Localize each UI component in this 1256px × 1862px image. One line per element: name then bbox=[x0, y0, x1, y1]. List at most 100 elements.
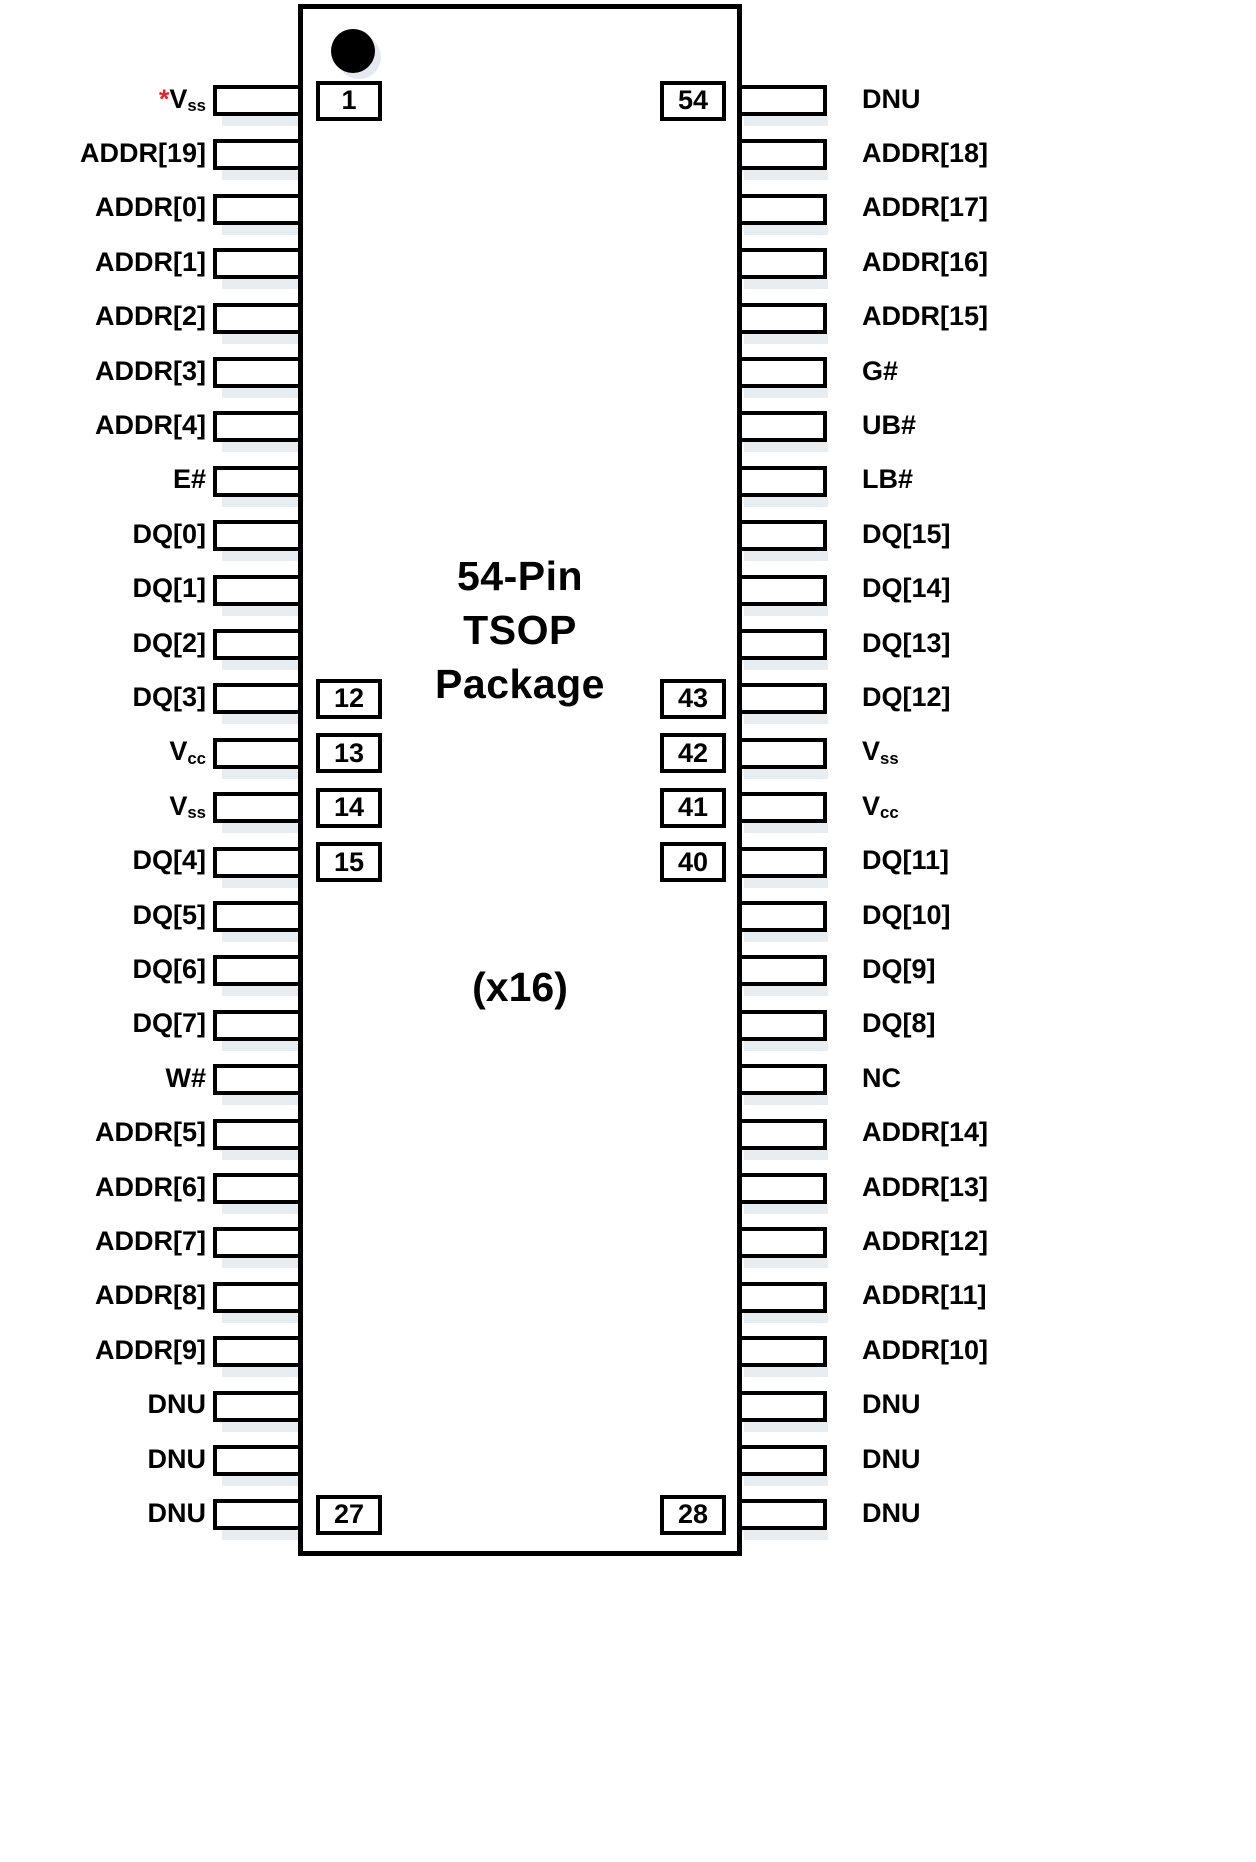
pin-name-label: ADDR[4] bbox=[95, 409, 206, 440]
pin-name-label: DQ[12] bbox=[862, 681, 951, 712]
pin-name-label: DQ[2] bbox=[132, 627, 207, 658]
pin-1-marker-dot bbox=[331, 29, 375, 73]
pin-lead bbox=[213, 85, 306, 126]
pin-lead bbox=[213, 846, 306, 888]
pin-name-label: DQ[8] bbox=[862, 1008, 936, 1039]
pin-lead bbox=[213, 1227, 306, 1269]
pin-name-label: DQ[1] bbox=[132, 573, 207, 604]
pin-lead bbox=[213, 411, 306, 453]
pin-name-label: G# bbox=[862, 355, 899, 386]
pin-name-label: DNU bbox=[147, 1389, 207, 1420]
pin-lead bbox=[735, 683, 828, 725]
pin-lead bbox=[735, 574, 828, 616]
pin-lead bbox=[735, 302, 828, 344]
pin-lead bbox=[213, 302, 306, 344]
pin-name-label: ADDR[12] bbox=[862, 1225, 989, 1256]
pin-name-label: ADDR[10] bbox=[862, 1334, 989, 1365]
pin-number-box: 40 bbox=[660, 842, 726, 883]
pin-number-box: 41 bbox=[660, 787, 726, 828]
pin-name-label: DQ[0] bbox=[132, 518, 207, 549]
pin-name-label: *Vss bbox=[158, 83, 206, 116]
pin-name-label: ADDR[5] bbox=[95, 1117, 206, 1148]
pin-name-label: DQ[9] bbox=[862, 953, 936, 984]
pin-name-label: ADDR[18] bbox=[862, 137, 989, 168]
pin-name-label: E# bbox=[172, 464, 206, 495]
pin-lead bbox=[213, 629, 306, 670]
pin-lead bbox=[735, 1173, 828, 1214]
pin-name-label: DQ[15] bbox=[862, 518, 951, 549]
pin-lead bbox=[735, 737, 828, 779]
pin-lead bbox=[213, 1390, 306, 1432]
pin-name-label: DNU bbox=[147, 1443, 207, 1474]
pin-name-label: ADDR[14] bbox=[862, 1117, 989, 1148]
package-title: 54-Pin TSOP Package bbox=[303, 549, 737, 711]
pin-name-label: DNU bbox=[862, 1443, 921, 1474]
pin-lead bbox=[735, 629, 828, 670]
pin-name-label: W# bbox=[165, 1062, 207, 1093]
pin-lead bbox=[735, 248, 828, 290]
pin-name-label: ADDR[19] bbox=[79, 137, 206, 168]
pin-number-box: 28 bbox=[660, 1494, 726, 1535]
pin-lead bbox=[735, 85, 828, 126]
pin-lead bbox=[213, 1009, 306, 1051]
pin-name-label: NC bbox=[862, 1062, 901, 1093]
pin-number-box: 54 bbox=[660, 80, 726, 121]
pin-lead bbox=[213, 574, 306, 616]
pin-name-label: Vss bbox=[169, 790, 206, 823]
pin-lead bbox=[735, 1118, 828, 1160]
pin-lead bbox=[735, 1009, 828, 1051]
pin-name-label: ADDR[7] bbox=[95, 1225, 206, 1256]
pin-lead bbox=[735, 465, 828, 507]
pin-lead bbox=[213, 737, 306, 779]
pin-lead bbox=[213, 465, 306, 507]
pin-number-box: 14 bbox=[316, 787, 382, 828]
pin-name-label: ADDR[11] bbox=[862, 1280, 987, 1311]
pin-lead bbox=[213, 1281, 306, 1323]
pin-lead bbox=[735, 955, 828, 997]
pin-name-label: ADDR[1] bbox=[95, 246, 206, 277]
pin-name-label: ADDR[13] bbox=[862, 1171, 989, 1202]
pin-lead bbox=[213, 792, 306, 834]
data-width-label: (x16) bbox=[472, 964, 568, 1010]
pin-number-box: 15 bbox=[316, 842, 382, 883]
pin-name-label: ADDR[16] bbox=[862, 246, 989, 277]
pin-name-label: DNU bbox=[147, 1497, 207, 1528]
pin-lead bbox=[213, 901, 306, 942]
pin-name-label: ADDR[17] bbox=[862, 192, 989, 223]
package-title-line-3: Package bbox=[435, 661, 605, 708]
pin-name-label: ADDR[6] bbox=[95, 1171, 206, 1202]
pin-lead bbox=[735, 1336, 828, 1378]
pin-name-label: DQ[13] bbox=[862, 627, 951, 658]
footnote-asterisk: * bbox=[158, 83, 170, 114]
pin-name-label: ADDR[2] bbox=[95, 301, 206, 332]
pin-lead bbox=[735, 1499, 828, 1541]
pin-lead bbox=[735, 792, 828, 834]
pin-lead bbox=[735, 846, 828, 888]
pin-name-label: ADDR[0] bbox=[95, 192, 206, 223]
pin-number-box: 1 bbox=[316, 80, 382, 121]
package-body: 54-Pin TSOP Package (x16) bbox=[298, 4, 742, 1556]
pin-lead bbox=[213, 1173, 306, 1214]
pin-lead bbox=[213, 1064, 306, 1106]
pin-name-label: DQ[5] bbox=[132, 899, 207, 930]
pin-lead bbox=[213, 139, 306, 181]
pin-name-label: UB# bbox=[862, 409, 917, 440]
package-title-line-1: 54-Pin bbox=[456, 553, 584, 599]
pin-lead bbox=[213, 955, 306, 997]
pin-name-label: ADDR[15] bbox=[862, 301, 989, 332]
pin-name-label: DQ[14] bbox=[862, 573, 951, 604]
pin-name-label: DQ[10] bbox=[862, 899, 951, 930]
pin-lead bbox=[735, 1445, 828, 1486]
pin-lead bbox=[735, 1281, 828, 1323]
pin-lead bbox=[213, 357, 306, 398]
pin-name-label: Vss bbox=[862, 736, 899, 768]
pin-name-label: ADDR[8] bbox=[95, 1280, 206, 1311]
pin-lead bbox=[735, 411, 828, 453]
pin-number-box: 27 bbox=[316, 1494, 382, 1535]
pin-lead bbox=[735, 1064, 828, 1106]
pin-number-box: 12 bbox=[316, 678, 382, 719]
pin-lead bbox=[213, 520, 306, 562]
pin-name-label: LB# bbox=[862, 464, 914, 495]
pin-name-label: DQ[4] bbox=[132, 845, 207, 876]
pin-lead bbox=[213, 193, 306, 235]
